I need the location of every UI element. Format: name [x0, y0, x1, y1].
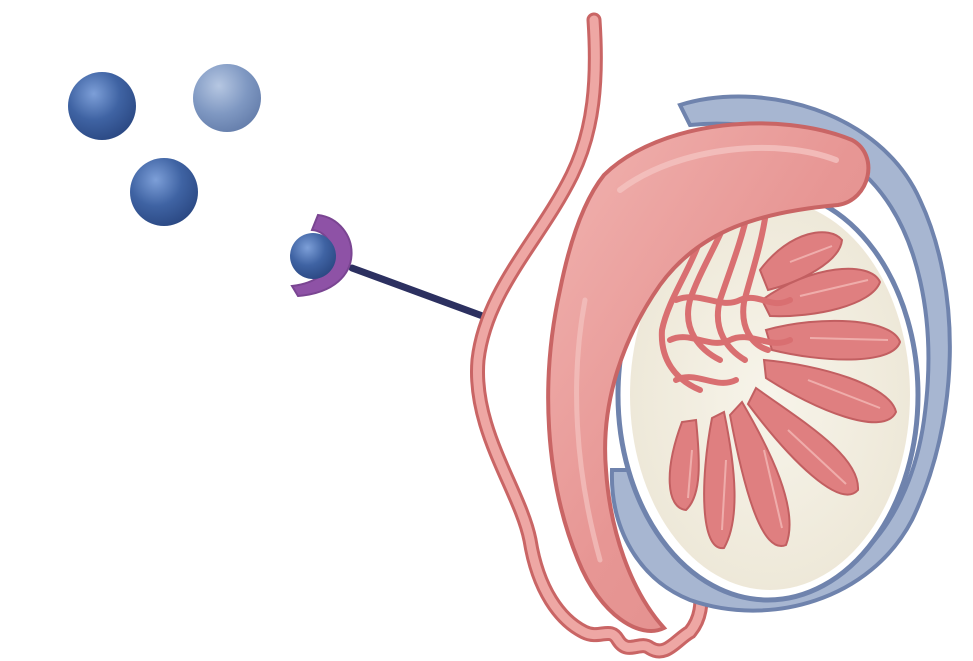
bound-particle	[290, 233, 336, 279]
receptor-bound-particle	[290, 215, 488, 318]
particle-sphere	[193, 64, 261, 132]
particle-sphere	[68, 72, 136, 140]
connector-line	[352, 268, 488, 318]
particle-sphere	[130, 158, 198, 226]
